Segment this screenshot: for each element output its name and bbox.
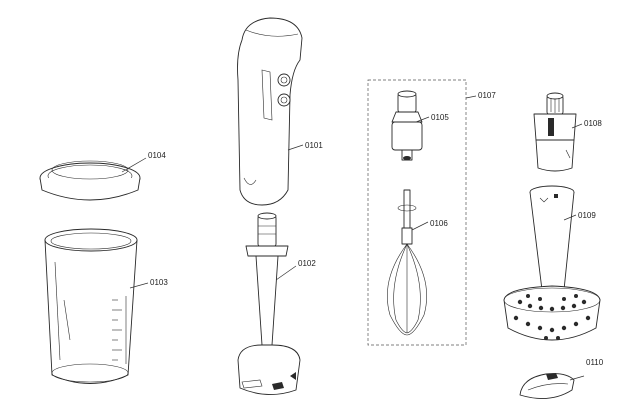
beaker-part[interactable] [44,228,138,384]
leader-0103 [129,282,149,289]
cap-part[interactable] [519,373,575,399]
measuring-scale [112,296,127,364]
masher-holes [513,294,591,340]
label-0102: 0102 [298,259,316,268]
label-0103: 0103 [150,278,168,287]
label-0107: 0107 [478,91,496,100]
label-0109: 0109 [578,211,596,220]
leader-0105 [415,116,430,123]
lid-part[interactable] [39,160,141,201]
leader-0104 [121,157,147,173]
leader-0109 [563,214,577,221]
leader-0110 [569,375,585,381]
label-0110: 0110 [586,358,604,367]
leader-0106 [411,221,429,231]
label-0105: 0105 [431,113,449,122]
blender-shaft-part[interactable] [237,212,301,395]
leader-0107 [465,95,477,99]
leader-0101 [287,144,304,151]
masher-adapter-part[interactable] [533,92,577,172]
label-0104: 0104 [148,151,166,160]
label-0106: 0106 [430,219,448,228]
masher-part[interactable] [503,185,601,341]
group-0107-outline [367,79,467,346]
leader-0108 [571,123,583,129]
label-0108: 0108 [584,119,602,128]
motor-handle-part[interactable] [237,17,303,206]
whisk-adapter-part[interactable] [391,90,423,161]
label-0101: 0101 [305,141,323,150]
leader-0102 [275,265,297,281]
whisk-part[interactable] [387,189,427,336]
